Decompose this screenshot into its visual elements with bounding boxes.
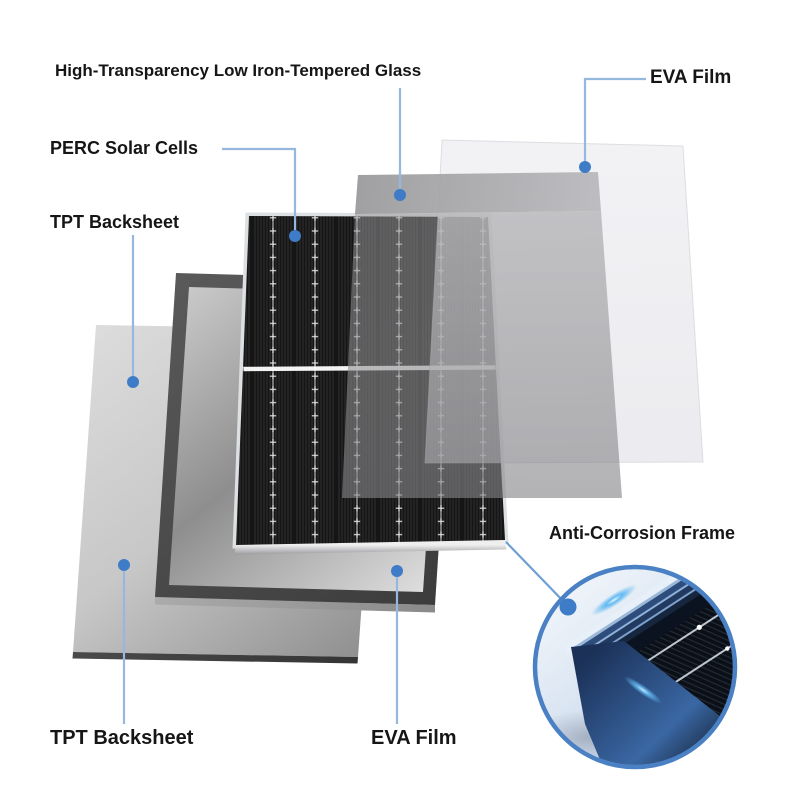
label-tpt-backsheet-bottom: TPT Backsheet — [50, 727, 194, 749]
callout-dot-perc — [289, 230, 301, 242]
layer-tempered-glass — [342, 172, 622, 498]
label-perc-solar-cells: PERC Solar Cells — [50, 138, 199, 158]
callout-lines — [122, 77, 646, 724]
label-anti-corrosion-frame: Anti-Corrosion Frame — [549, 523, 736, 543]
glass-top-edge — [355, 172, 601, 214]
callout-line-eva-top — [583, 77, 646, 161]
label-eva-film-top: EVA Film — [650, 67, 732, 88]
label-tpt-backsheet-top: TPT Backsheet — [50, 212, 180, 232]
inset-ring — [532, 564, 738, 770]
callout-dots — [118, 161, 591, 577]
label-tempered-glass: High-Transparency Low Iron-Tempered Glas… — [55, 61, 422, 80]
callout-dot-frame-inset — [559, 598, 577, 616]
callout-dot-eva-bottom — [391, 565, 403, 577]
inset-frame-side-face — [571, 641, 733, 765]
callout-line-frame-inset — [505, 541, 568, 606]
callout-dot-tpt-top — [127, 376, 139, 388]
callout-line-perc — [222, 147, 297, 230]
callout-dot-glass — [394, 189, 406, 201]
label-eva-film-bottom: EVA Film — [371, 727, 457, 749]
frame-zoom-inset — [532, 564, 738, 770]
callout-dot-tpt-bottom — [118, 559, 130, 571]
callout-dot-eva-top — [579, 161, 591, 173]
